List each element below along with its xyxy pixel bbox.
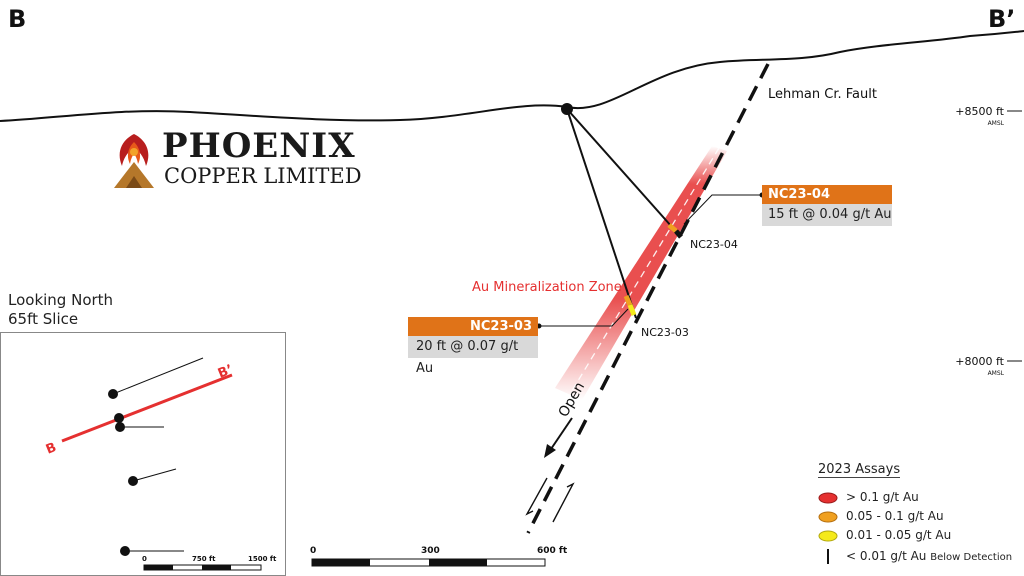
inset-title-line1: Looking North [8,291,114,309]
inset-title-line2: 65ft Slice [8,310,79,328]
open-arrow [544,417,573,458]
legend-symbols [818,492,838,564]
elevation-marker-8500: +8500 ft AMSL [955,105,1022,127]
legend-item-note: Below Detection [930,552,1013,563]
section-end-label: B’ [988,5,1016,33]
inset-frame [0,332,286,576]
logo-name-line1: PHOENIX [162,126,356,166]
mineralization-zone [555,146,727,400]
drill-collar [561,103,573,115]
callout-assay: 20 ft @ 0.07 g/t Au [408,336,538,376]
legend-item-high: > 0.1 g/t Au [846,490,919,504]
assay-intervals [623,223,683,316]
company-logo: PHOENIX COPPER LIMITED [110,128,370,192]
inset-title: Looking North 65ft Slice [8,291,113,329]
svg-text:+8500 ft: +8500 ft [955,105,1004,118]
fault-label: Lehman Cr. Fault [768,87,877,102]
svg-text:0: 0 [142,555,147,563]
svg-text:0: 0 [310,546,316,556]
svg-text:+8000 ft: +8000 ft [955,355,1004,368]
legend-item-low: 0.01 - 0.05 g/t Au [846,528,952,542]
fault-trace [526,63,770,534]
svg-text:1500 ft: 1500 ft [248,555,277,563]
svg-text:300: 300 [421,546,440,556]
svg-text:AMSL: AMSL [988,370,1005,377]
topography-line [0,30,1024,122]
inset-section-line [61,373,233,443]
legend-title: 2023 Assays [818,462,901,478]
inset-plan-map: B B’ [44,357,235,556]
callout-hole-id: NC23-03 [408,317,538,336]
drillhole-label-nc23-03: NC23-03 [641,326,689,339]
zone-label: Au Mineralization Zone [472,280,622,295]
svg-text:B’: B’ [216,362,235,381]
callout-nc23-03: NC23-03 20 ft @ 0.07 g/t Au [408,317,538,376]
callout-hole-id: NC23-04 [762,185,892,204]
drillhole-label-nc23-04: NC23-04 [690,238,738,251]
phoenix-emblem-icon [114,134,154,188]
fault-movement-arrows [525,477,575,523]
callout-nc23-04: NC23-04 15 ft @ 0.04 g/t Au [762,185,892,226]
callout-leaders [539,194,762,327]
drill-traces [566,108,681,319]
main-scale-bar: 0 300 600 ft [310,546,568,567]
inset-scale-bar: 0 750 ft 1500 ft [142,555,277,571]
svg-text:600 ft: 600 ft [537,546,568,556]
section-start-label: B [8,5,27,33]
logo-name-line2: COPPER LIMITED [164,164,362,188]
legend-item-mid: 0.05 - 0.1 g/t Au [846,509,944,523]
svg-text:750 ft: 750 ft [192,555,216,563]
elevation-marker-8000: +8000 ft AMSL [955,355,1022,377]
legend-item-below-detection: < 0.01 g/t Au Below Detection [846,549,1012,563]
callout-assay: 15 ft @ 0.04 g/t Au [762,204,892,226]
svg-text:AMSL: AMSL [988,120,1005,127]
legend-item-label: < 0.01 g/t Au [846,549,927,563]
